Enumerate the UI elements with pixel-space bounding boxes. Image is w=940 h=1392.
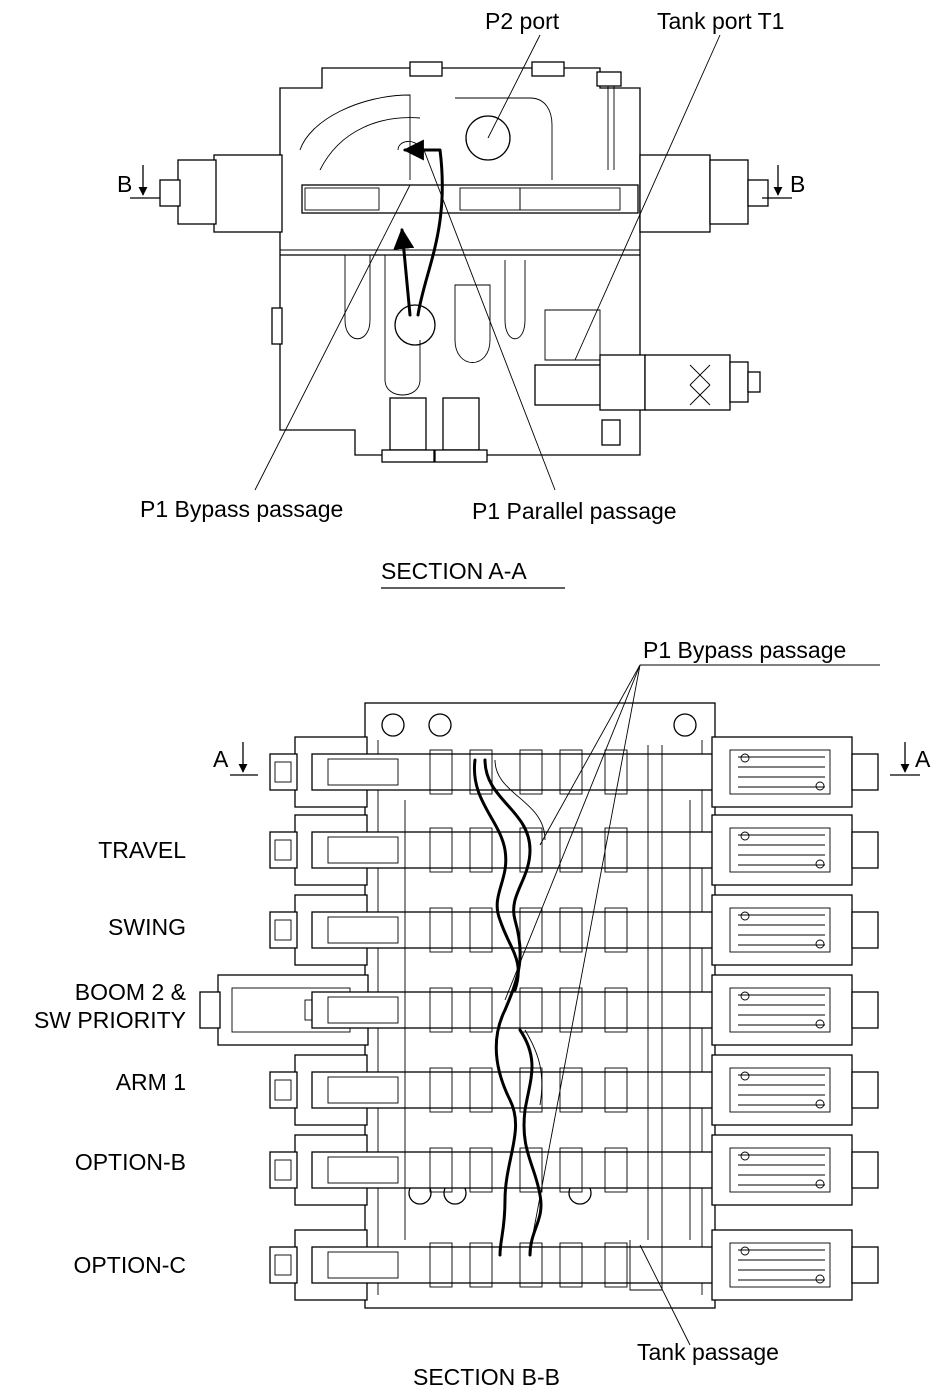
spool-land-5-0 (429, 1147, 453, 1193)
spool-land-1-0 (429, 827, 453, 873)
section-a-title: SECTION A-A (381, 558, 527, 584)
spool-land-5-2 (519, 1147, 543, 1193)
spool-row-4 (269, 1054, 879, 1126)
section-b-leaders (504, 664, 880, 1346)
cut-label-b-left: B (117, 171, 132, 197)
spool-land-5-3 (559, 1147, 583, 1193)
spool-land-6-0 (429, 1242, 453, 1288)
section-b-spool-rows (199, 736, 879, 1301)
spool-land-4-1 (469, 1067, 493, 1113)
label-tank-port-t1: Tank port T1 (657, 8, 784, 34)
spool-row-6 (269, 1229, 879, 1301)
section-a-cut-left: B (117, 165, 160, 199)
spool-land-4-0 (429, 1067, 453, 1113)
section-a-body (159, 61, 769, 463)
spool-label-arm1: ARM 1 (116, 1069, 186, 1095)
cut-label-a-left: A (213, 746, 229, 772)
spool-land-2-0 (429, 907, 453, 953)
cut-label-b-right: B (790, 171, 805, 197)
spool-land-3-2 (519, 987, 543, 1033)
spool-land-0-2 (519, 749, 543, 795)
section-b-bypass-flow (472, 758, 546, 1257)
spool-label-boom2: BOOM 2 & (75, 979, 186, 1005)
spool-land-5-1 (469, 1147, 493, 1193)
spool-land-6-1 (469, 1242, 493, 1288)
spool-land-3-1 (469, 987, 493, 1033)
spool-land-1-3 (559, 827, 583, 873)
spool-label-travel: TRAVEL (98, 837, 186, 863)
spool-land-0-3 (559, 749, 583, 795)
label-p1-parallel-a: P1 Parallel passage (472, 498, 677, 524)
spool-row-5 (269, 1134, 879, 1206)
section-b-cut-left: A (213, 742, 258, 776)
spool-land-3-0 (429, 987, 453, 1033)
spool-land-6-3 (559, 1242, 583, 1288)
spool-label-option-c: OPTION-C (74, 1252, 186, 1278)
section-a-cut-right: B (762, 165, 805, 199)
section-b-cut-right: A (890, 742, 931, 776)
label-tank-passage: Tank passage (637, 1339, 779, 1365)
spool-land-2-3 (559, 907, 583, 953)
spool-land-6-4 (604, 1242, 628, 1288)
label-p1-bypass-b: P1 Bypass passage (643, 637, 846, 663)
spool-land-5-4 (604, 1147, 628, 1193)
spool-label-option-b: OPTION-B (75, 1149, 186, 1175)
spool-row-3 (199, 974, 879, 1046)
spool-label-sw-priority: SW PRIORITY (34, 1007, 186, 1033)
label-p2-port: P2 port (485, 8, 560, 34)
spool-land-1-1 (469, 827, 493, 873)
spool-land-1-2 (519, 827, 543, 873)
spool-label-swing: SWING (108, 914, 186, 940)
section-a-leaders (254, 34, 721, 491)
spool-land-0-0 (429, 749, 453, 795)
spool-land-4-4 (604, 1067, 628, 1113)
spool-row-0 (269, 736, 879, 808)
spool-land-2-1 (469, 907, 493, 953)
label-p1-bypass-a: P1 Bypass passage (140, 496, 343, 522)
spool-land-3-4 (604, 987, 628, 1033)
spool-land-0-1 (469, 749, 493, 795)
spool-land-2-4 (604, 907, 628, 953)
spool-row-2 (269, 894, 879, 966)
spool-land-2-2 (519, 907, 543, 953)
section-b-title: SECTION B-B (413, 1364, 560, 1390)
cut-label-a-right: A (915, 746, 931, 772)
section-b-passages (404, 745, 691, 1291)
spool-row-1 (269, 814, 879, 886)
